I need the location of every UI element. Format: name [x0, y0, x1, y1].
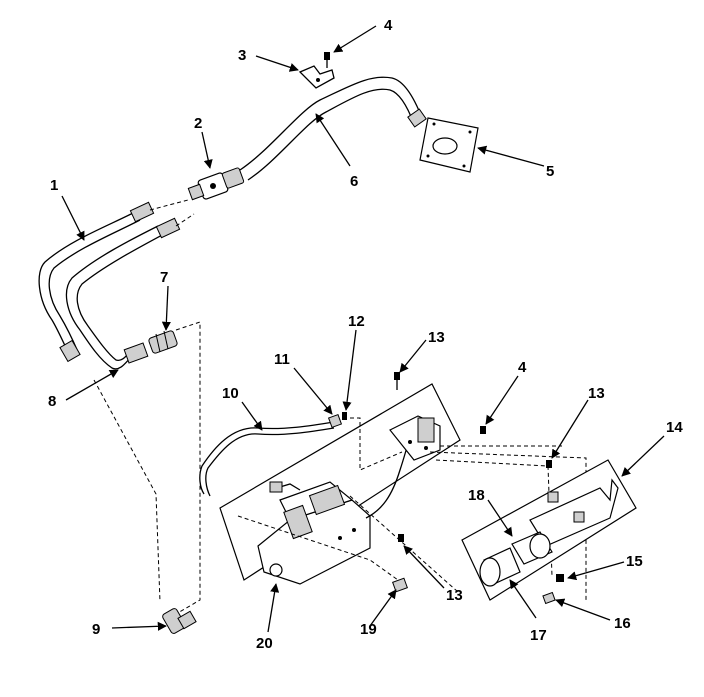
fitting-7: [148, 330, 178, 354]
solenoid-bracket: [389, 415, 441, 461]
nut-15: [556, 574, 564, 582]
ignitor-17: [479, 547, 521, 587]
callout-20: 20: [256, 635, 273, 652]
callout-9: 9: [92, 621, 100, 638]
fitting-2: [187, 167, 245, 201]
screw-13-lower: [398, 534, 404, 542]
callout-4-top: 4: [384, 17, 393, 34]
callout-13-a: 13: [428, 329, 445, 346]
elbow-9: [162, 608, 197, 634]
screw-4-top: [324, 52, 330, 68]
callout-14: 14: [666, 419, 683, 436]
clamp-3: [298, 65, 335, 89]
callouts: 1 2 3 4 5 6 7 8 9 10 11 12 13 13 13 4 14…: [48, 17, 683, 652]
bracket-5: [419, 117, 479, 173]
callout-13-b: 13: [446, 587, 463, 604]
pilot-burner-18: [511, 531, 553, 565]
callout-1: 1: [50, 177, 58, 194]
ferrule-12: [342, 412, 347, 420]
callout-12: 12: [348, 313, 365, 330]
callout-5: 5: [546, 163, 554, 180]
callout-3: 3: [238, 47, 246, 64]
washer-16: [542, 591, 556, 605]
callout-15: 15: [626, 553, 643, 570]
tube-8: [65, 217, 181, 370]
callout-18: 18: [468, 487, 485, 504]
tube-1: [38, 201, 155, 363]
callout-2: 2: [194, 115, 202, 132]
callout-13-c: 13: [588, 385, 605, 402]
screw-13-a: [394, 372, 400, 390]
callout-11: 11: [274, 351, 290, 368]
nut-11: [327, 413, 343, 429]
callout-8: 8: [48, 393, 56, 410]
callout-10: 10: [222, 385, 239, 402]
callout-16: 16: [614, 615, 631, 632]
valve-20: [257, 481, 371, 585]
tube-10: [199, 421, 335, 497]
callout-19: 19: [360, 621, 377, 638]
callout-4-center: 4: [518, 359, 527, 376]
tube-6: [239, 76, 427, 181]
pilot-bracket: [529, 478, 619, 547]
callout-7: 7: [160, 269, 168, 286]
screw-13-right: [546, 460, 552, 468]
callout-6: 6: [350, 173, 358, 190]
screw-4-center: [480, 426, 486, 434]
clip-19: [392, 577, 408, 593]
callout-17: 17: [530, 627, 547, 644]
leader-lines: [61, 25, 665, 633]
